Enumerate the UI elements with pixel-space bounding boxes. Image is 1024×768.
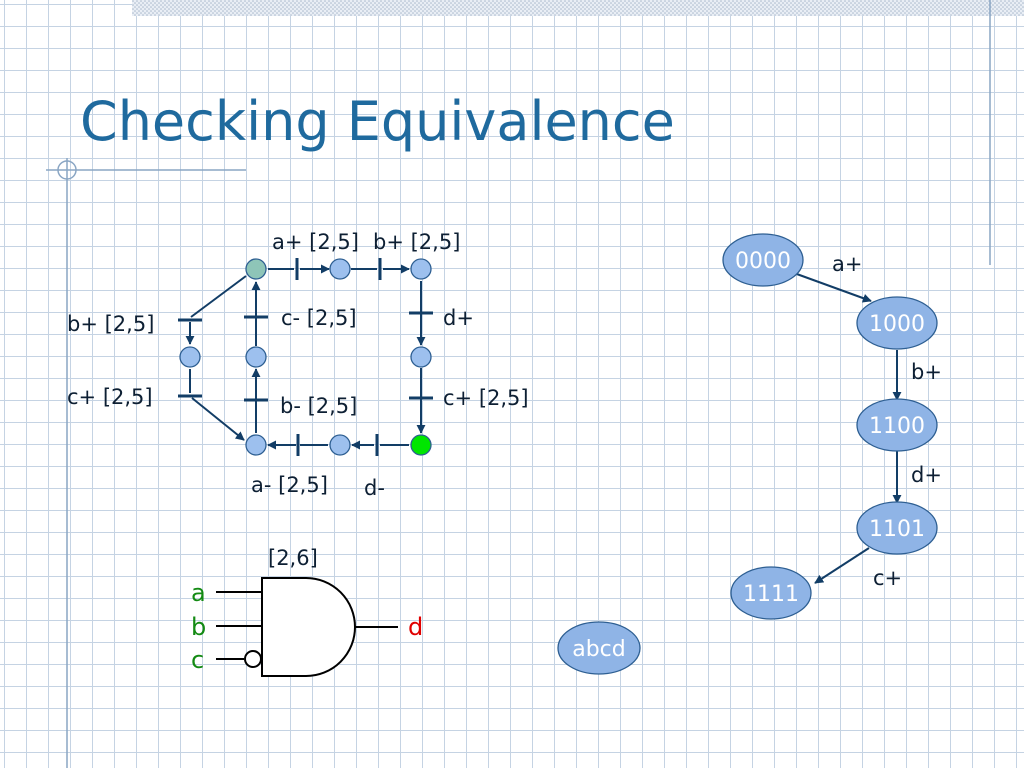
place-after-b-minus <box>245 346 267 368</box>
and-gate-body <box>261 577 356 677</box>
label-c-minus: c- [2,5] <box>281 306 357 330</box>
place-after-d-plus <box>410 346 432 368</box>
place-marked-start <box>245 258 267 280</box>
place-after-b-plus-left <box>179 346 201 368</box>
arc-p1-b-plus-left <box>190 275 247 318</box>
state-label-0000: 0000 <box>735 249 791 274</box>
label-a-minus: a- [2,5] <box>251 473 328 497</box>
state-node-1100 <box>856 398 938 452</box>
label-d-minus: d- <box>364 476 385 500</box>
arc-c-plus-left-p7 <box>191 397 245 441</box>
gate-input-c-label: c <box>191 646 204 674</box>
label-c-plus-left: c+ [2,5] <box>67 385 153 409</box>
gate-input-b-label: b <box>191 613 206 641</box>
petri-net: a+ [2,5] b+ [2,5] d+ c+ [2,5] d- a- [2,5… <box>67 230 529 500</box>
state-node-1111 <box>730 566 812 620</box>
place-after-a-minus <box>245 434 267 456</box>
edge-label-a-plus: a+ <box>832 252 862 276</box>
gate-delay-label: [2,6] <box>268 546 318 570</box>
label-b-minus: b- [2,5] <box>280 394 357 418</box>
gate-input-a-label: a <box>191 579 206 607</box>
state-node-1000 <box>856 296 938 350</box>
page-title: Checking Equivalence <box>80 90 675 153</box>
state-node-1101 <box>856 501 938 555</box>
state-label-1111: 1111 <box>743 582 799 607</box>
rule-crosshair-circle <box>57 160 77 180</box>
state-label-1000: 1000 <box>869 312 925 337</box>
edge-label-b-plus: b+ <box>911 360 942 384</box>
place-after-b-plus <box>410 258 432 280</box>
place-after-a-plus <box>329 258 351 280</box>
label-d-plus: d+ <box>443 306 474 330</box>
edge-1101-1111 <box>814 547 870 584</box>
place-marked-end <box>410 434 432 456</box>
label-b-plus-top: b+ [2,5] <box>373 230 460 254</box>
gate-output-d-label: d <box>408 613 423 641</box>
edge-label-d-plus: d+ <box>911 463 942 487</box>
signal-order-node <box>557 621 641 675</box>
inversion-bubble <box>244 650 262 668</box>
place-after-d-minus <box>329 434 351 456</box>
state-graph: 0000 1000 1100 1101 1111 abcd a+ b+ d+ c… <box>557 233 942 675</box>
label-a-plus: a+ [2,5] <box>272 230 359 254</box>
state-node-0000 <box>722 233 804 287</box>
edge-0000-1000 <box>793 272 872 303</box>
label-c-plus-right: c+ [2,5] <box>443 386 529 410</box>
edge-label-c-plus: c+ <box>873 566 902 590</box>
signal-order-label: abcd <box>572 637 626 662</box>
state-label-1101: 1101 <box>869 517 925 542</box>
state-label-1100: 1100 <box>869 414 925 439</box>
label-b-plus-left: b+ [2,5] <box>67 312 154 336</box>
dotted-header-band <box>132 0 1024 16</box>
and-gate-circuit: [2,6] a b c d <box>191 546 423 677</box>
slide-decoration <box>46 0 1024 768</box>
